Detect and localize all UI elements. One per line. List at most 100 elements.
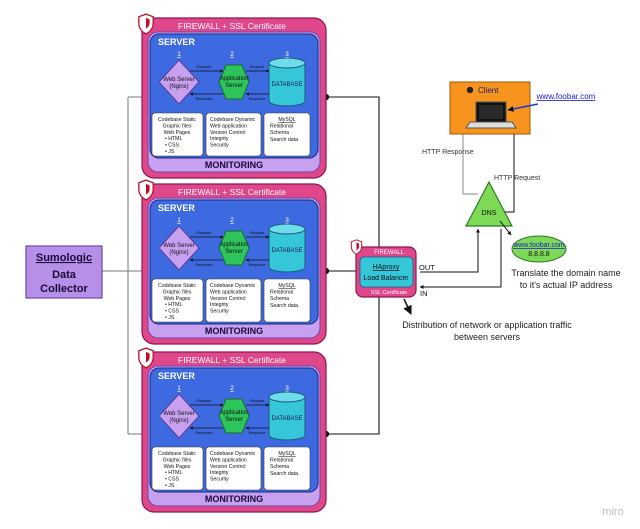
codebase-static-line: • CSS [165, 309, 179, 315]
firewall-label: FIREWALL + SSL Certificate [178, 21, 286, 31]
firewall-label: FIREWALL + SSL Certificate [178, 355, 286, 365]
app-server-node[interactable] [218, 230, 250, 266]
database-label: DATABASE [271, 248, 302, 254]
codebase-dynamic-line: Web application [210, 289, 247, 295]
app-server-sublabel: Server [225, 417, 243, 423]
lb-shield-icon [350, 239, 363, 255]
response-label: Response [195, 97, 212, 101]
codebase-dynamic-line: Integrity [210, 136, 229, 142]
monitoring-label: MONITORING [205, 326, 263, 336]
mysql-line: Search data [270, 303, 298, 309]
web-server-node[interactable] [158, 59, 200, 105]
mysql-line: Relational [270, 124, 293, 130]
codebase-dynamic-line: Security [210, 477, 229, 483]
dns-node[interactable]: DNS [465, 180, 513, 227]
mysql-line: Schema [270, 130, 289, 136]
web-server-label: Web Server [163, 77, 195, 83]
firewall-label: FIREWALL + SSL Certificate [178, 187, 286, 197]
mysql-line: Search data [270, 137, 298, 143]
load-balancer[interactable]: FIREWALL HAproxy Load Balancer SSL Certi… [350, 239, 417, 298]
server-block: FIREWALL + SSL CertificateMONITORINGSERV… [138, 13, 327, 179]
mysql-card [263, 446, 311, 491]
request-label: Request [197, 231, 212, 235]
codebase-static-line: • HTML [165, 470, 182, 476]
component-number-2: 2 [230, 217, 234, 224]
component-number-2: 2 [230, 51, 234, 58]
codebase-static-line: • JS [165, 483, 175, 489]
web-server-node[interactable] [158, 225, 200, 271]
client-box[interactable]: Client [449, 81, 531, 135]
codebase-dynamic-line: Security [210, 143, 229, 149]
app-server-node[interactable] [218, 64, 250, 100]
web-server-label: Web Server [163, 243, 195, 249]
monitoring-label: MONITORING [205, 494, 263, 504]
response-label: Response [195, 431, 212, 435]
database-node[interactable] [268, 223, 306, 273]
codebase-static-line: • HTML [165, 136, 182, 142]
codebase-static-card [151, 278, 204, 323]
codebase-static-line: Graphic files [163, 289, 192, 295]
codebase-static-line: Web Pages [164, 464, 191, 470]
lb-name: HAproxy [373, 264, 400, 271]
codebase-dynamic-line: Codebase Dynamic [210, 117, 256, 123]
web-server-node[interactable] [158, 393, 200, 439]
app-server-label: Application [219, 410, 248, 416]
codebase-static-line: • HTML [165, 302, 182, 308]
codebase-dynamic-line: Web application [210, 123, 247, 129]
server-block: FIREWALL + SSL CertificateMONITORINGSERV… [138, 179, 327, 345]
client-url-link[interactable]: www.foobar.com [536, 92, 596, 101]
request-label: Request [250, 231, 265, 235]
database-node[interactable] [268, 57, 306, 107]
codebase-dynamic-line: Integrity [210, 302, 229, 308]
component-number-3: 3 [285, 385, 289, 392]
server-title: SERVER [158, 371, 195, 381]
sumologic-title: Sumologic [36, 252, 92, 264]
codebase-static-card [151, 112, 204, 157]
request-label: Request [197, 65, 212, 69]
sumologic-line-3: Collector [40, 283, 88, 295]
database-node[interactable] [268, 391, 306, 441]
codebase-static-line: • CSS [165, 143, 179, 149]
codebase-static-line: • JS [165, 315, 175, 321]
http-request-label: HTTP Request [494, 175, 540, 182]
monitoring-label: MONITORING [205, 160, 263, 170]
dns-url-link[interactable]: www.foobar.com [512, 242, 565, 249]
codebase-dynamic-card [205, 112, 262, 157]
codebase-static-line: Codebase Static [158, 283, 196, 289]
dns-description-line-1: Translate the domain name [511, 268, 620, 278]
mysql-line: MySQL [278, 117, 295, 123]
database-label: DATABASE [271, 82, 302, 88]
web-server-sublabel: (Nginx) [169, 418, 188, 424]
servers-group: FIREWALL + SSL CertificateMONITORINGSERV… [138, 13, 327, 513]
codebase-static-line: Graphic files [163, 457, 192, 463]
mysql-card [263, 278, 311, 323]
response-label: Response [195, 263, 212, 267]
client-user-icon [466, 86, 474, 94]
mysql-line: Schema [270, 464, 289, 470]
response-label: Response [248, 263, 265, 267]
codebase-static-line: Web Pages [164, 130, 191, 136]
mysql-line: MySQL [278, 451, 295, 457]
app-server-node[interactable] [218, 398, 250, 434]
codebase-static-line: Graphic files [163, 123, 192, 129]
component-number-1: 1 [177, 51, 181, 58]
codebase-dynamic-line: Version Control [210, 464, 245, 470]
component-number-2: 2 [230, 385, 234, 392]
response-label: Response [248, 97, 265, 101]
app-server-label: Application [219, 76, 248, 82]
component-number-1: 1 [177, 385, 181, 392]
codebase-dynamic-line: Codebase Dynamic [210, 283, 256, 289]
codebase-static-line: • CSS [165, 477, 179, 483]
sumologic-line-2: Data [52, 269, 77, 281]
sumologic-collector[interactable]: Sumologic Data Collector [25, 245, 103, 299]
codebase-dynamic-card [205, 278, 262, 323]
codebase-dynamic-card [205, 446, 262, 491]
firewall-shield-icon [138, 347, 154, 369]
lb-ssl-label: SSL Certificate [371, 290, 407, 296]
codebase-static-line: Codebase Static [158, 451, 196, 457]
http-response-label: HTTP Response [422, 149, 474, 156]
dns-resolution-arrow [499, 220, 512, 236]
web-server-sublabel: (Nginx) [169, 84, 188, 90]
component-number-3: 3 [285, 51, 289, 58]
